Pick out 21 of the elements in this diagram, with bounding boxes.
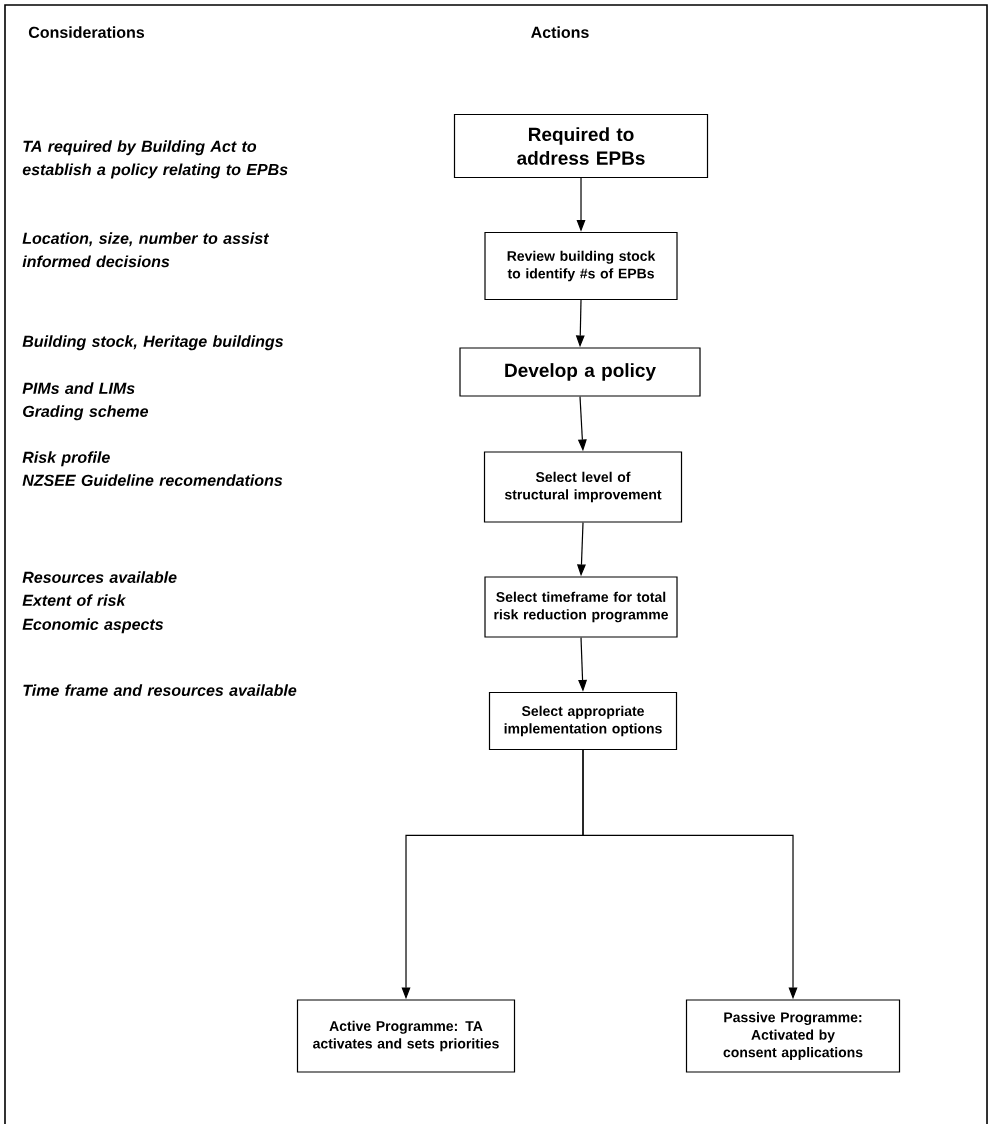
consideration-note: Time frame and resources available [23,684,297,697]
process-box: Active Programme: TA activates and sets priorities [296,999,516,1073]
process-box: Review building stock to identify #s of EPBs [484,231,678,301]
consideration-note: Resources available [22,571,177,583]
process-box: Required to address EPBs [453,113,709,179]
process-box: Select level of structural improvement [483,451,683,523]
consideration-note: Risk profile [22,451,110,467]
consideration-note: Economic aspects [22,618,164,634]
consideration-note: Extent of risk [22,594,127,606]
consideration-note: Grading scheme [23,405,149,421]
consideration-note: NZSEE Guideline recomendations [22,474,283,487]
column-heading: Considerations [28,26,145,38]
consideration-note: TA required by Building Act to establish a policy relating to EPBs [22,140,288,179]
process-box: Passive Programme: Activated by consent applications [685,999,901,1073]
process-box: Select timeframe for total risk reduction programme [484,576,678,638]
process-box: Select appropriate implementation options [488,691,678,751]
consideration-note: Building stock, Heritage buildings [22,335,284,351]
consideration-note: PIMs and LIMs [22,382,135,395]
process-box: Develop a policy [459,347,701,397]
column-heading: Actions [531,26,589,38]
consideration-note: Location, size, number to assist informed decisions [22,232,270,268]
